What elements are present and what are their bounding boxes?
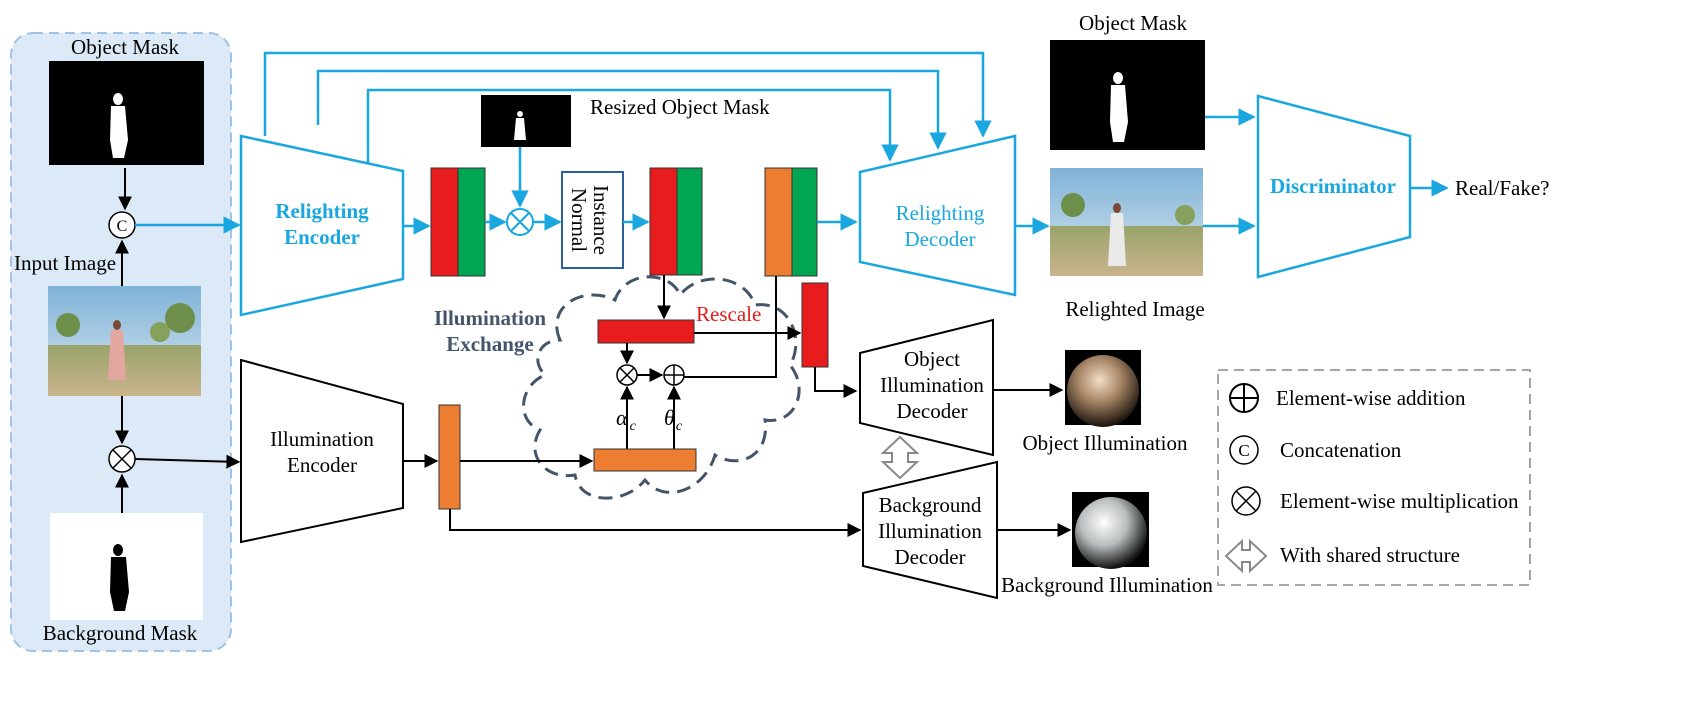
instance-normal-box [561,171,624,269]
shared-structure-icon [1224,538,1268,574]
resized-object-mask-label: Resized Object Mask [590,95,770,119]
rescale-label: Rescale [696,302,761,326]
add-operator-exchange [663,364,685,386]
background-illum-decoder-label-1: Background [879,493,982,517]
arrow-code-to-bg-decoder [449,509,862,537]
object-mask-right-image [1050,40,1205,150]
relighted-image-label: Relighted Image [1065,297,1204,321]
relighting-decoder [858,134,1017,297]
instance-normal-label-1: Instance [589,185,613,255]
background-illumination-label: Background Illumination [1001,573,1213,597]
illumination-exchange-cloud [522,275,801,500]
background-illumination-decoder [862,460,998,600]
rescale-feature-bar [597,319,695,344]
relighting-encoder-label-1: Relighting [275,199,369,223]
input-image [48,286,201,396]
illumination-exchange-label-1: Illumination [434,306,546,330]
arrow-red-bar-to-obj-decoder [814,367,858,398]
object-illumination-feature [801,282,829,368]
resized-object-mask-image [481,95,571,147]
background-illumination-sphere [1072,492,1149,569]
illumination-code-bar [438,404,461,510]
concat-symbol: C [117,218,128,235]
concat-icon: C [1229,435,1259,465]
skip-connection-3 [366,88,899,163]
feature-map-encoder [430,167,486,277]
theta-c-label: θc [664,405,683,434]
relighting-encoder-label-2: Encoder [284,225,360,249]
real-fake-label: Real/Fake? [1455,176,1549,200]
object-illum-decoder-label-2: Illumination [880,373,984,397]
plus-icon [1229,383,1259,413]
illumination-exchange-label-2: Exchange [446,332,534,356]
arrow-multiply-to-illum-encoder [134,454,241,469]
background-mask-label: Background Mask [43,621,198,645]
multiply-operator-blue [506,208,534,236]
arrow-add-to-features [684,276,777,378]
input-image-label: Input Image [14,251,116,275]
relighting-encoder [239,134,405,317]
object-mask-right-label: Object Mask [1079,11,1187,35]
legend-shared-structure: With shared structure [1280,543,1460,567]
object-mask-left-label: Object Mask [71,35,179,59]
object-illumination-decoder [859,318,994,457]
discriminator [1256,94,1412,279]
shared-structure-arrow [880,435,920,480]
illumination-feature-bar [593,448,697,472]
illumination-encoder [240,358,404,544]
multiply-icon [1231,486,1261,516]
feature-map-normalized [649,167,703,276]
legend-addition: Element-wise addition [1276,386,1466,410]
relighting-decoder-label-2: Decoder [904,227,975,251]
legend-concatenation: Concatenation [1280,438,1402,462]
object-mask-left-image [49,61,204,165]
background-mask-image [50,513,203,620]
object-illum-decoder-label-1: Object [904,347,960,371]
multiply-operator-exchange [616,364,638,386]
illumination-encoder-label-2: Encoder [287,453,357,477]
legend-box [1217,369,1531,586]
feature-map-exchanged [764,167,818,277]
illumination-encoder-label-1: Illumination [270,427,374,451]
relighting-decoder-label-1: Relighting [896,201,985,225]
background-illum-decoder-label-2: Illumination [878,519,982,543]
legend-multiplication: Element-wise multiplication [1280,489,1519,513]
object-illumination-sphere [1065,350,1141,427]
svg-text:C: C [1238,441,1249,460]
object-illumination-label: Object Illumination [1022,431,1188,455]
discriminator-label: Discriminator [1270,174,1396,198]
skip-connection-1 [263,51,992,138]
relighted-image [1050,168,1203,276]
background-illum-decoder-label-3: Decoder [894,545,965,569]
object-illum-decoder-label-3: Decoder [896,399,967,423]
multiply-operator-left [108,445,136,473]
skip-connection-2 [316,69,947,150]
instance-normal-label-2: Normal [567,188,591,252]
